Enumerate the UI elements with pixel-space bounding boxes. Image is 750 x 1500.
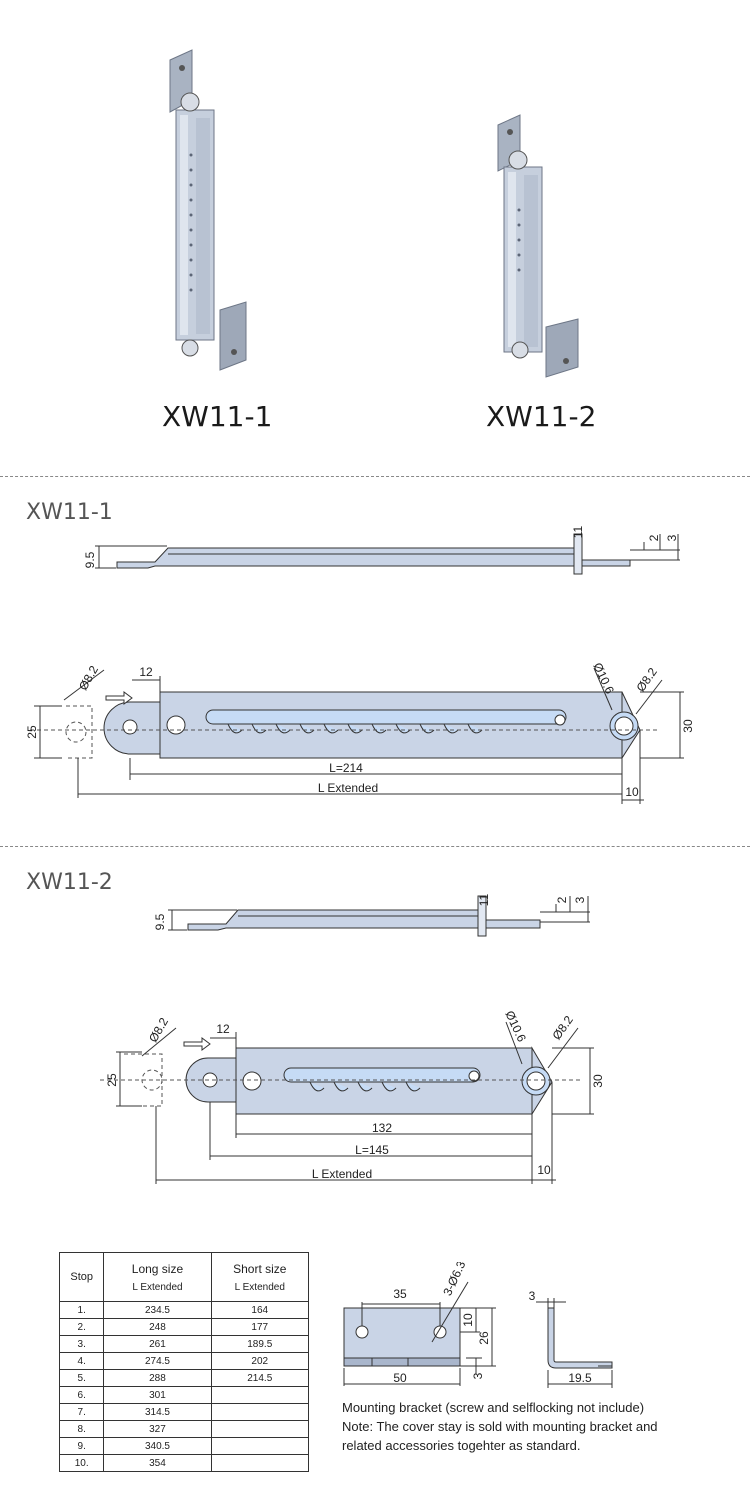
dim-t: 3	[471, 1372, 485, 1379]
dim-hole: Ø8.2	[76, 663, 101, 693]
drawing-xw11-2: 9.5 11 2 3	[100, 893, 605, 1184]
table-cell-long: 340.5	[103, 1437, 212, 1455]
dim-width-right: 30	[681, 719, 695, 733]
dim-hole-spacing: 35	[393, 1287, 407, 1301]
table-cell-stop: 10.	[58, 1454, 105, 1472]
table-cell-short	[210, 1386, 310, 1404]
table-cell-stop: 6.	[58, 1386, 105, 1404]
table-cell-short: 202	[210, 1352, 310, 1370]
dim-length: L=214	[329, 761, 363, 775]
product-label: XW11-1	[162, 400, 273, 433]
dim-end: 10	[625, 785, 639, 799]
dim-width-left: 25	[105, 1073, 119, 1087]
dim-height: 9.5	[83, 551, 97, 568]
table-cell-short	[210, 1454, 310, 1472]
dim-hole-right: Ø8.2	[634, 665, 661, 695]
dim-t3: 3	[573, 896, 587, 903]
table-cell-short: 164	[210, 1301, 310, 1319]
section-title: XW11-1	[26, 500, 113, 525]
table-cell-short: 189.5	[210, 1335, 310, 1353]
dim-extended: L Extended	[318, 781, 378, 795]
stop-header: Stop	[58, 1252, 105, 1302]
table-row: 9.340.5	[58, 1437, 310, 1455]
table-row: 8.327	[58, 1420, 310, 1438]
mounting-bracket-drawing: 35 3-Ø6.3 10 26 50 3 3 19.5	[343, 1262, 613, 1388]
table-cell-long: 314.5	[103, 1403, 212, 1421]
table-cell-long: 274.5	[103, 1352, 212, 1370]
table-cell-stop: 3.	[58, 1335, 105, 1353]
dim-t2: 2	[647, 534, 661, 541]
dim-end: 10	[537, 1163, 551, 1177]
bracket-note-line2: related accessories togehter as standard…	[342, 1438, 581, 1453]
dim-side-t: 3	[529, 1289, 536, 1303]
table-cell-stop: 5.	[58, 1369, 105, 1387]
dim-height: 9.5	[153, 913, 167, 930]
table-row: 10.354	[58, 1454, 310, 1472]
dim-length: L=145	[355, 1143, 389, 1157]
table-cell-short: 214.5	[210, 1369, 310, 1387]
dim-hole-ring: Ø10.6	[590, 661, 617, 697]
dim-extended: L Extended	[312, 1167, 372, 1181]
table-cell-short	[210, 1420, 310, 1438]
bracket-caption: Mounting bracket (screw and selflocking …	[342, 1400, 645, 1415]
table-cell-long: 261	[103, 1335, 212, 1353]
dim-holes: 3-Ø6.3	[440, 1262, 468, 1298]
bracket-notes: Mounting bracket (screw and selflocking …	[342, 1398, 742, 1455]
table-cell-short	[210, 1437, 310, 1455]
table-cell-stop: 1.	[58, 1301, 105, 1319]
dim-width-right: 30	[591, 1074, 605, 1088]
table-cell-long: 327	[103, 1420, 212, 1438]
dim-h2: 26	[477, 1331, 491, 1345]
section-title: XW11-2	[26, 870, 113, 895]
drawing-xw11-1: 9.5 11 2 3	[25, 525, 695, 804]
table-cell-long: 354	[103, 1454, 212, 1472]
table-cell-long: 248	[103, 1318, 212, 1336]
dim-t3: 3	[665, 534, 679, 541]
dim-t1: 11	[571, 525, 585, 538]
long-size-header: Long size L Extended	[103, 1252, 212, 1302]
product-image-xw11-2	[497, 114, 579, 378]
dim-width: 50	[393, 1371, 407, 1385]
table-cell-stop: 4.	[58, 1352, 105, 1370]
dim-t1: 11	[477, 893, 491, 906]
product-label: XW11-2	[486, 400, 597, 433]
dim-side-w: 19.5	[568, 1371, 592, 1385]
table-cell-short: 177	[210, 1318, 310, 1336]
stop-table: Stop Long size L Extended Short size L E…	[58, 1252, 310, 1472]
dim-hole: Ø8.2	[146, 1015, 171, 1045]
dim-offset: 12	[139, 665, 153, 679]
table-cell-stop: 8.	[58, 1420, 105, 1438]
dim-width-left: 25	[25, 725, 39, 739]
dim-h1: 10	[461, 1313, 475, 1327]
table-row: 7.314.5	[58, 1403, 310, 1421]
dim-hole-right: Ø8.2	[550, 1013, 577, 1043]
table-cell-long: 301	[103, 1386, 212, 1404]
table-row: 6.301	[58, 1386, 310, 1404]
table-cell-short	[210, 1403, 310, 1421]
table-cell-long: 234.5	[103, 1301, 212, 1319]
table-cell-stop: 7.	[58, 1403, 105, 1421]
short-size-header: Short size L Extended	[210, 1252, 310, 1302]
dim-slot: 132	[372, 1121, 392, 1135]
dim-offset: 12	[216, 1022, 230, 1036]
table-cell-stop: 9.	[58, 1437, 105, 1455]
bracket-note-line1: Note: The cover stay is sold with mounti…	[342, 1419, 658, 1434]
section-divider	[0, 476, 750, 477]
product-image-xw11-1	[169, 49, 247, 371]
section-divider	[0, 846, 750, 847]
dim-hole-ring: Ø10.6	[502, 1009, 529, 1045]
dim-t2: 2	[555, 896, 569, 903]
table-cell-long: 288	[103, 1369, 212, 1387]
table-cell-stop: 2.	[58, 1318, 105, 1336]
